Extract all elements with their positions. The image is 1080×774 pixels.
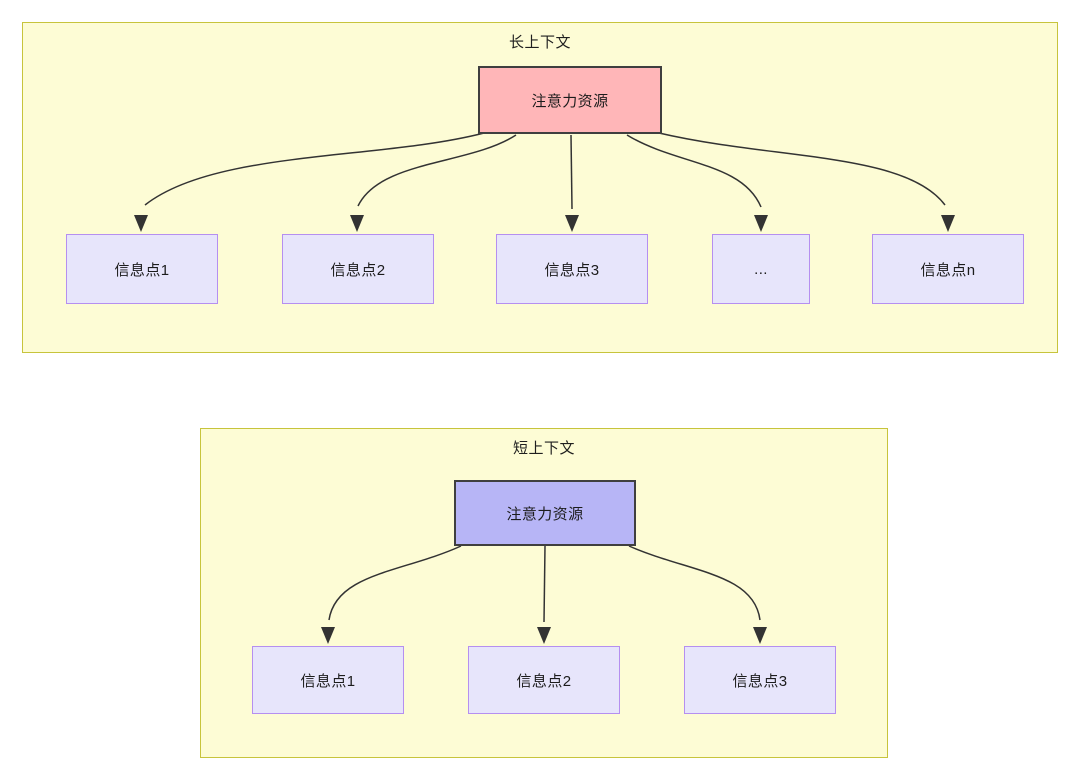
node-short-attention-resource[interactable]: 注意力资源 [454, 480, 636, 546]
node-long-info-ellipsis-label: ... [754, 260, 768, 278]
node-long-info-2[interactable]: 信息点2 [282, 234, 434, 304]
node-long-info-3-label: 信息点3 [544, 261, 600, 279]
node-long-info-ellipsis[interactable]: ... [712, 234, 810, 304]
node-long-attention-resource-label: 注意力资源 [531, 92, 609, 110]
node-long-info-n[interactable]: 信息点n [872, 234, 1024, 304]
node-short-info-3-label: 信息点3 [732, 672, 788, 690]
group-long-context-title: 长上下文 [508, 34, 571, 51]
node-long-info-2-label: 信息点2 [330, 261, 386, 279]
node-long-info-n-label: 信息点n [920, 261, 976, 279]
node-short-attention-resource-label: 注意力资源 [506, 505, 584, 523]
node-short-info-3[interactable]: 信息点3 [684, 646, 836, 714]
node-long-info-1-label: 信息点1 [114, 261, 170, 279]
group-short-context-title: 短上下文 [512, 440, 575, 457]
node-short-info-1-label: 信息点1 [300, 672, 356, 690]
node-long-info-3[interactable]: 信息点3 [496, 234, 648, 304]
node-short-info-2[interactable]: 信息点2 [468, 646, 620, 714]
node-short-info-2-label: 信息点2 [516, 672, 572, 690]
node-short-info-1[interactable]: 信息点1 [252, 646, 404, 714]
node-long-info-1[interactable]: 信息点1 [66, 234, 218, 304]
node-long-attention-resource[interactable]: 注意力资源 [478, 66, 662, 134]
